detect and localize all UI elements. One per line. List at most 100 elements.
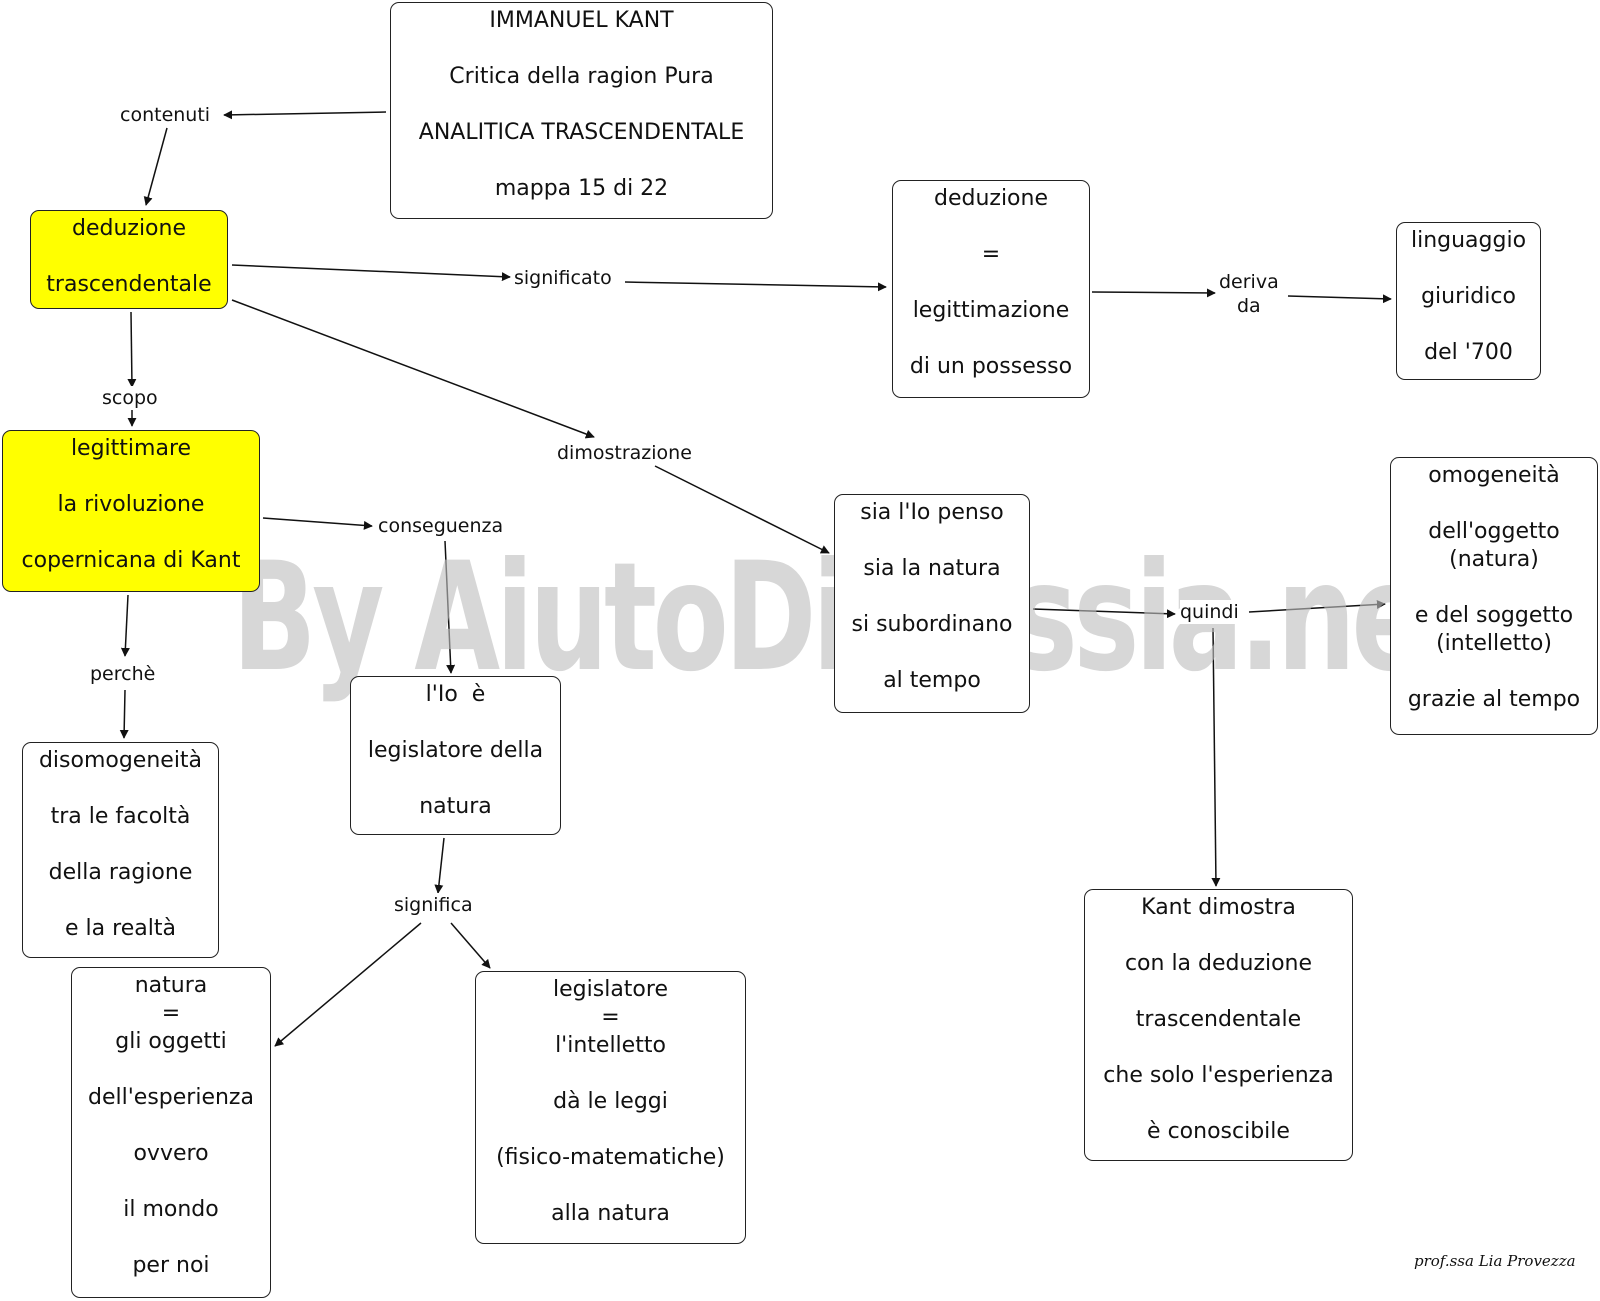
- box-text-line: Kant dimostra: [1141, 895, 1296, 920]
- box-text-line: trascendentale: [1135, 1007, 1302, 1032]
- box-text-line: il mondo: [123, 1197, 219, 1222]
- box-text-line: legislatore della: [367, 738, 544, 763]
- box-text-line: [476, 1060, 745, 1088]
- connector-legittimazione-deriva: [1091, 288, 1216, 298]
- connector-dimostrazione-iopenso: [654, 465, 830, 554]
- box-text-line: e la realtà: [65, 916, 176, 941]
- box-text-line: con la deduzione: [1124, 951, 1313, 976]
- label-dimostrazione: dimostrazione: [557, 441, 692, 465]
- box-text-line: [3, 463, 259, 491]
- box-text-line: [893, 325, 1089, 353]
- box-text-line: [835, 583, 1029, 611]
- box-text-line: deduzione: [933, 186, 1048, 211]
- box-text-line: =: [601, 1005, 620, 1030]
- box-text-line: disomogeneità: [38, 748, 203, 773]
- box-text-line: natura: [134, 973, 208, 998]
- box-text-line: [23, 775, 218, 803]
- connector-quindi-omogeneita: [1248, 599, 1386, 613]
- node-io-penso-natura: sia l'Io penso sia la natura si subordin…: [834, 494, 1030, 713]
- label-significato: significato: [514, 266, 612, 290]
- node-legittimare: legittimare la rivoluzione copernicana d…: [2, 430, 260, 592]
- box-text-line: [31, 243, 227, 271]
- label-quindi: quindi: [1180, 600, 1239, 624]
- box-text-line: [23, 831, 218, 859]
- box-text-line: giuridico: [1421, 284, 1516, 309]
- box-text-line: [391, 35, 772, 63]
- box-text-line: è conoscibile: [1147, 1119, 1290, 1144]
- box-text-line: e del soggetto: [1414, 603, 1574, 628]
- box-text-line: sia la natura: [863, 556, 1001, 581]
- box-text-line: [835, 639, 1029, 667]
- box-text-line: sia l'Io penso: [860, 500, 1004, 525]
- box-text-line: dà le leggi: [553, 1089, 668, 1114]
- connector-contenuti-deduzione: [143, 127, 168, 206]
- connector-quindi-kant: [1211, 627, 1221, 887]
- connector-deduzione-significato: [231, 264, 511, 282]
- box-text-line: [391, 147, 772, 175]
- box-text-line: natura: [419, 794, 492, 819]
- box-text-line: [893, 269, 1089, 297]
- box-text-line: [1085, 978, 1352, 1006]
- node-kant-dimostra: Kant dimostra con la deduzione trascende…: [1084, 889, 1353, 1161]
- node-natura-oggetti: natura=gli oggetti dell'esperienza ovver…: [71, 967, 271, 1298]
- box-text-line: [1397, 255, 1540, 283]
- box-text-line: grazie al tempo: [1407, 687, 1581, 712]
- box-text-line: [893, 213, 1089, 241]
- box-text-line: dell'oggetto: [1428, 519, 1560, 544]
- box-text-line: [1085, 922, 1352, 950]
- box-text-line: [1085, 1090, 1352, 1118]
- label-significa: significa: [394, 893, 473, 917]
- label-scopo: scopo: [102, 386, 158, 410]
- box-text-line: [72, 1224, 270, 1252]
- connector-io-significa: [434, 837, 445, 894]
- box-text-line: (fisico-matematiche): [496, 1145, 725, 1170]
- connector-title-contenuti: [223, 110, 387, 120]
- connector-significa-natura: [274, 922, 422, 1047]
- box-text-line: tra le facoltà: [50, 804, 191, 829]
- connector-significa-legislatore: [450, 922, 491, 969]
- node-legislatore-intelletto: legislatore=l'intelletto dà le leggi (fi…: [475, 971, 746, 1244]
- box-text-line: copernicana di Kant: [21, 548, 241, 573]
- box-text-line: [3, 519, 259, 547]
- box-text-line: legittimazione: [912, 298, 1070, 323]
- box-text-line: [1085, 1034, 1352, 1062]
- box-text-line: alla natura: [551, 1201, 670, 1226]
- connector-significato-legittimazione: [624, 281, 887, 292]
- box-text-line: legislatore: [553, 977, 668, 1002]
- connector-iopenso-quindi: [1032, 608, 1176, 619]
- box-text-line: Critica della ragion Pura: [449, 64, 714, 89]
- connector-legittimare-perche: [120, 594, 130, 657]
- node-deduzione-legittimazione: deduzione = legittimazione di un possess…: [892, 180, 1090, 398]
- signature: prof.ssa Lia Provezza: [1414, 1252, 1576, 1270]
- node-linguaggio-giuridico: linguaggio giuridico del '700: [1396, 222, 1541, 380]
- box-text-line: di un possesso: [909, 354, 1073, 379]
- connector-legittimare-conseguenza: [262, 517, 373, 530]
- box-text-line: l'Io è: [425, 682, 486, 707]
- box-text-line: [835, 527, 1029, 555]
- connector-deriva-linguaggio: [1287, 294, 1392, 304]
- label-perche: perchè: [90, 662, 156, 686]
- node-deduzione-trascendentale: deduzione trascendentale: [30, 210, 228, 309]
- box-text-line: [391, 91, 772, 119]
- box-text-line: [476, 1116, 745, 1144]
- box-text-line: (intelletto): [1436, 631, 1552, 656]
- label-contenuti: contenuti: [120, 103, 211, 127]
- box-text-line: si subordinano: [851, 612, 1013, 637]
- box-text-line: [476, 1172, 745, 1200]
- box-text-line: [1397, 311, 1540, 339]
- node-disomogeneita: disomogeneità tra le facoltà della ragio…: [22, 742, 219, 958]
- box-text-line: [1391, 658, 1597, 686]
- box-text-line: [72, 1168, 270, 1196]
- box-text-line: =: [161, 1001, 181, 1026]
- box-text-line: legittimare: [70, 436, 192, 461]
- connector-deduzione-scopo: [127, 311, 137, 388]
- box-text-line: che solo l'esperienza: [1103, 1063, 1334, 1088]
- label-deriva-da: deriva da: [1219, 270, 1279, 318]
- box-text-line: =: [981, 242, 1001, 267]
- box-text-line: linguaggio: [1410, 228, 1527, 253]
- node-omogeneita: omogeneità dell'oggetto(natura) e del so…: [1390, 457, 1598, 735]
- box-text-line: [351, 765, 560, 793]
- box-text-line: gli oggetti: [115, 1029, 227, 1054]
- box-text-line: (natura): [1449, 547, 1539, 572]
